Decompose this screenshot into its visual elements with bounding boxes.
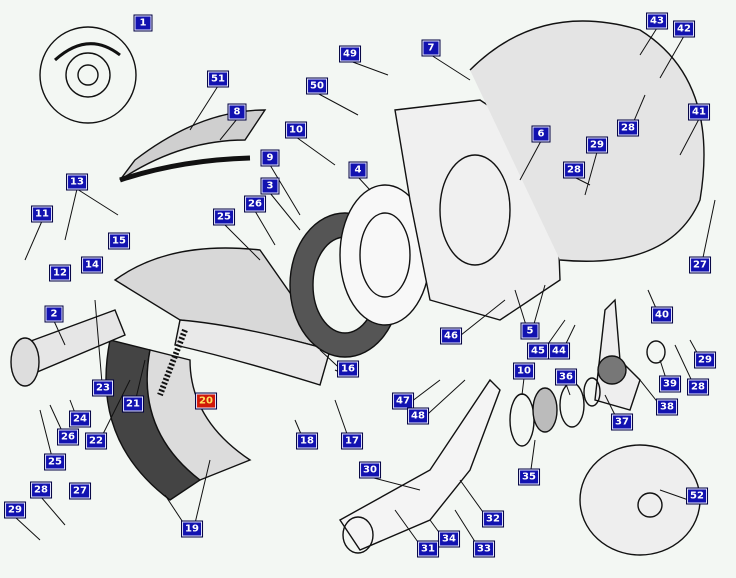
callout-21[interactable]: 21 <box>122 395 144 413</box>
callout-39[interactable]: 39 <box>659 375 681 393</box>
callout-10[interactable]: 10 <box>285 121 307 139</box>
brake-shoe-upper <box>113 247 332 386</box>
callout-32[interactable]: 32 <box>482 510 504 528</box>
cam-bracket <box>338 378 501 554</box>
callout-35[interactable]: 35 <box>518 468 540 486</box>
callout-42[interactable]: 42 <box>673 20 695 38</box>
camshaft <box>10 309 126 387</box>
callout-3[interactable]: 3 <box>260 177 280 195</box>
callout-7[interactable]: 7 <box>421 39 441 57</box>
callout-17[interactable]: 17 <box>341 432 363 450</box>
callout-27[interactable]: 27 <box>69 482 91 500</box>
callout-27[interactable]: 27 <box>689 256 711 274</box>
callout-28[interactable]: 28 <box>563 161 585 179</box>
callout-23[interactable]: 23 <box>92 379 114 397</box>
callout-29[interactable]: 29 <box>586 136 608 154</box>
callout-14[interactable]: 14 <box>81 256 103 274</box>
backing-plate-thumbnail <box>39 26 137 124</box>
callout-2[interactable]: 2 <box>44 305 64 323</box>
callout-40[interactable]: 40 <box>651 306 673 324</box>
callout-29[interactable]: 29 <box>4 501 26 519</box>
callout-44[interactable]: 44 <box>548 342 570 360</box>
callout-41[interactable]: 41 <box>688 103 710 121</box>
callout-31[interactable]: 31 <box>417 540 439 558</box>
callout-33[interactable]: 33 <box>473 540 495 558</box>
callout-5[interactable]: 5 <box>520 322 540 340</box>
callout-12[interactable]: 12 <box>49 264 71 282</box>
dust-cover-plate <box>469 20 705 262</box>
callout-24[interactable]: 24 <box>69 410 91 428</box>
callout-11[interactable]: 11 <box>31 205 53 223</box>
callout-22[interactable]: 22 <box>85 432 107 450</box>
callout-20[interactable]: 20 <box>195 392 217 410</box>
callout-28[interactable]: 28 <box>617 119 639 137</box>
callout-18[interactable]: 18 <box>296 432 318 450</box>
callout-45[interactable]: 45 <box>527 342 549 360</box>
leader-lines <box>14 27 716 557</box>
brake-lining <box>119 109 267 183</box>
callout-6[interactable]: 6 <box>531 125 551 143</box>
callout-19[interactable]: 19 <box>181 520 203 538</box>
callout-26[interactable]: 26 <box>244 195 266 213</box>
callout-1[interactable]: 1 <box>133 14 153 32</box>
callout-29[interactable]: 29 <box>694 351 716 369</box>
callout-36[interactable]: 36 <box>555 368 577 386</box>
callout-4[interactable]: 4 <box>348 161 368 179</box>
callout-46[interactable]: 46 <box>440 327 462 345</box>
callout-47[interactable]: 47 <box>392 392 414 410</box>
callout-9[interactable]: 9 <box>260 149 280 167</box>
brake-shoe-lower <box>105 339 252 501</box>
callout-15[interactable]: 15 <box>108 232 130 250</box>
callout-28[interactable]: 28 <box>30 481 52 499</box>
callout-16[interactable]: 16 <box>337 360 359 378</box>
callout-43[interactable]: 43 <box>646 12 668 30</box>
slack-adjuster <box>594 298 641 411</box>
callout-30[interactable]: 30 <box>359 461 381 479</box>
callout-25[interactable]: 25 <box>44 453 66 471</box>
callout-26[interactable]: 26 <box>57 428 79 446</box>
callout-25[interactable]: 25 <box>213 208 235 226</box>
callout-51[interactable]: 51 <box>207 70 229 88</box>
callout-52[interactable]: 52 <box>686 487 708 505</box>
brake-chamber <box>579 444 701 556</box>
seal-rings <box>509 340 666 447</box>
callout-13[interactable]: 13 <box>66 173 88 191</box>
callout-10[interactable]: 10 <box>513 362 535 380</box>
callout-50[interactable]: 50 <box>306 77 328 95</box>
callout-8[interactable]: 8 <box>227 103 247 121</box>
callout-34[interactable]: 34 <box>438 530 460 548</box>
callout-49[interactable]: 49 <box>339 45 361 63</box>
callout-28[interactable]: 28 <box>687 378 709 396</box>
callout-38[interactable]: 38 <box>656 398 678 416</box>
callout-48[interactable]: 48 <box>407 407 429 425</box>
callout-37[interactable]: 37 <box>611 413 633 431</box>
